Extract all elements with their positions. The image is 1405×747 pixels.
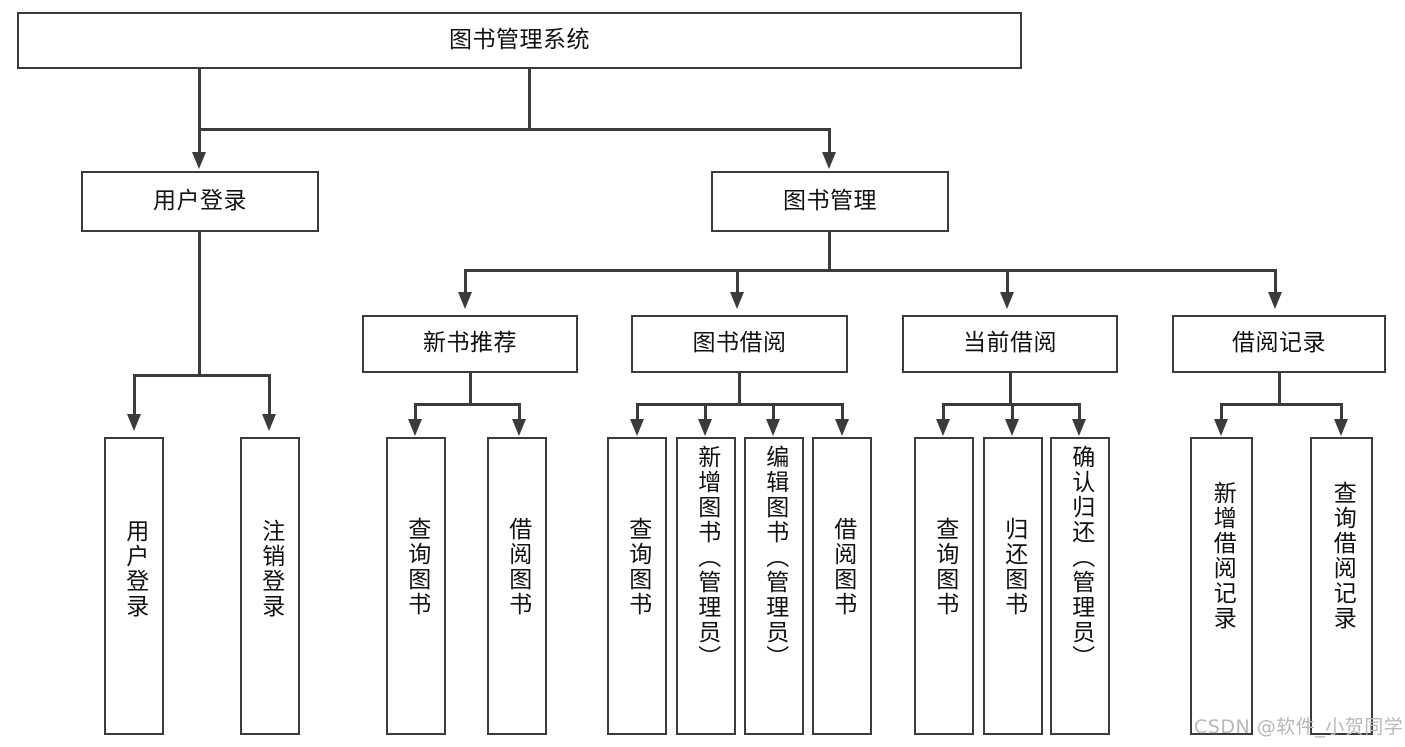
node-label: 确认归还（管理员） [1067, 445, 1094, 670]
leaf-node-confirm-return-admin[interactable]: 确认归还（管理员） [1050, 437, 1110, 735]
arrow-current-borrow-leaf2 [1005, 419, 1019, 436]
edge-borrow-records-leaf2 [1340, 403, 1343, 421]
edge-book-borrow-stem [738, 373, 741, 405]
leaf-node-search-book-current[interactable]: 查询图书 [914, 437, 974, 735]
arrow-book-borrow-leaf1 [630, 419, 644, 436]
node-label: 编辑图书（管理员） [761, 445, 788, 670]
node-current-borrow[interactable]: 当前借阅 [902, 315, 1118, 373]
node-label: 新增图书（管理员） [693, 445, 720, 670]
leaf-node-edit-book-admin[interactable]: 编辑图书（管理员） [744, 437, 804, 735]
leaf-node-user-login[interactable]: 用户登录 [104, 437, 164, 735]
edge-to-current-borrow [1006, 269, 1009, 294]
edge-book-borrow-bus [636, 403, 843, 406]
arrow-book-borrow-leaf4 [835, 419, 849, 436]
node-label: 图书管理系统 [449, 26, 590, 53]
node-label: 借阅记录 [1232, 330, 1326, 357]
arrow-user-login [192, 152, 206, 169]
edge-level3-bus [464, 269, 1276, 272]
node-label: 借阅图书 [829, 517, 856, 617]
edge-root-stem [198, 69, 201, 129]
edge-current-borrow-stem [1009, 373, 1012, 405]
node-label: 新书推荐 [423, 330, 517, 357]
arrow-current-borrow-leaf1 [936, 419, 950, 436]
node-label: 新增借阅记录 [1209, 481, 1236, 631]
edge-to-new-book [464, 269, 467, 294]
leaf-node-search-book-borrow[interactable]: 查询图书 [607, 437, 667, 735]
leaf-node-add-book-admin[interactable]: 新增图书（管理员） [676, 437, 736, 735]
arrow-user-login-leaf2 [262, 414, 276, 431]
node-book-management[interactable]: 图书管理 [711, 171, 949, 232]
node-root-library-system[interactable]: 图书管理系统 [17, 12, 1022, 69]
edge-borrow-records-leaf1 [1220, 403, 1223, 421]
arrow-current-borrow-leaf3 [1072, 419, 1086, 436]
leaf-node-borrow-book[interactable]: 借阅图书 [812, 437, 872, 735]
watermark-text: CSDN @软件_小贺同学 [1194, 716, 1404, 738]
node-label: 查询图书 [403, 517, 430, 617]
edge-user-login-leaf1 [133, 374, 136, 416]
edge-new-book-leaf2 [518, 403, 521, 421]
edge-book-borrow-leaf2 [704, 403, 707, 421]
node-label: 借阅图书 [504, 517, 531, 617]
edge-book-borrow-leaf3 [772, 403, 775, 421]
node-label: 归还图书 [1000, 517, 1027, 617]
edge-to-book-borrow [736, 269, 739, 294]
leaf-node-search-book-recommend[interactable]: 查询图书 [386, 437, 446, 735]
edge-borrow-records-stem [1278, 373, 1281, 405]
arrow-new-book-leaf2 [512, 419, 526, 436]
node-label: 查询图书 [624, 517, 651, 617]
node-borrow-records[interactable]: 借阅记录 [1172, 315, 1386, 373]
node-new-book-recommend[interactable]: 新书推荐 [362, 315, 578, 373]
edge-borrow-records-bus [1220, 403, 1342, 406]
edge-book-manage-stem [828, 232, 831, 270]
edge-user-login-leaf2 [268, 374, 271, 416]
arrow-borrow-records [1268, 292, 1282, 309]
arrow-new-book [458, 292, 472, 309]
arrow-book-manage [822, 152, 836, 169]
leaf-node-logout[interactable]: 注销登录 [240, 437, 300, 735]
edge-to-book-manage [828, 128, 831, 154]
arrow-borrow-records-leaf1 [1214, 419, 1228, 436]
node-label: 注销登录 [257, 519, 284, 619]
edge-to-user-login [198, 128, 201, 154]
edge-new-book-stem [469, 373, 472, 405]
node-label: 用户登录 [153, 187, 247, 214]
edge-root-stem-center [528, 69, 531, 128]
arrow-user-login-leaf1 [127, 414, 141, 431]
arrow-book-borrow [730, 292, 744, 309]
leaf-node-search-borrow-record[interactable]: 查询借阅记录 [1310, 437, 1373, 735]
edge-book-borrow-leaf1 [636, 403, 639, 421]
node-label: 图书借阅 [692, 330, 787, 357]
edge-current-borrow-leaf3 [1078, 403, 1081, 421]
edge-user-login-bus [133, 374, 270, 377]
arrow-current-borrow [1000, 292, 1014, 309]
node-label: 查询图书 [931, 517, 958, 617]
leaf-node-add-borrow-record[interactable]: 新增借阅记录 [1190, 437, 1253, 735]
edge-current-borrow-bus [942, 403, 1079, 406]
node-label: 图书管理 [783, 187, 877, 214]
edge-book-borrow-leaf4 [841, 403, 844, 421]
node-book-borrow[interactable]: 图书借阅 [631, 315, 848, 373]
node-label: 当前借阅 [963, 330, 1057, 357]
node-user-login[interactable]: 用户登录 [81, 171, 319, 232]
edge-new-book-leaf1 [414, 403, 417, 421]
edge-level2-bus [198, 128, 830, 131]
edge-to-borrow-records [1274, 269, 1277, 294]
edge-new-book-bus [414, 403, 520, 406]
node-label: 查询借阅记录 [1329, 481, 1356, 631]
leaf-node-borrow-book-recommend[interactable]: 借阅图书 [487, 437, 547, 735]
edge-current-borrow-leaf2 [1011, 403, 1014, 421]
leaf-node-return-book[interactable]: 归还图书 [983, 437, 1043, 735]
edge-user-login-stem [198, 232, 201, 376]
arrow-book-borrow-leaf2 [698, 419, 712, 436]
edge-current-borrow-leaf1 [942, 403, 945, 421]
arrow-new-book-leaf1 [408, 419, 422, 436]
arrow-borrow-records-leaf2 [1334, 419, 1348, 436]
node-label: 用户登录 [121, 519, 148, 619]
arrow-book-borrow-leaf3 [766, 419, 780, 436]
